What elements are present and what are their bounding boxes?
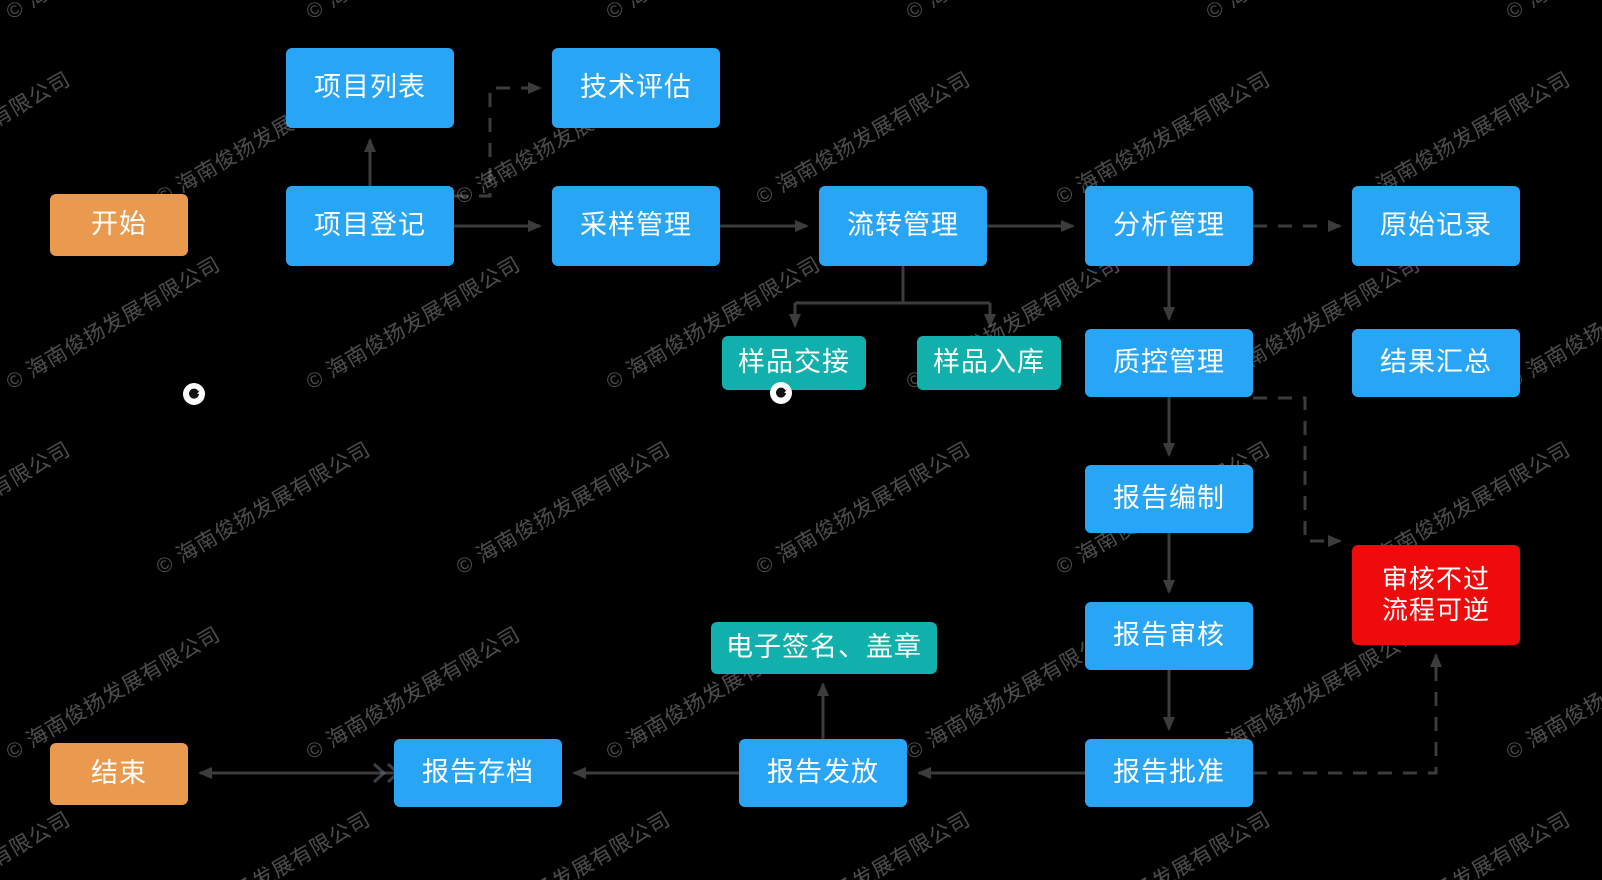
edge-projreg-techeval — [454, 82, 542, 198]
node-report-issue[interactable]: 报告发放 — [739, 739, 907, 807]
node-quality-control[interactable]: 质控管理 — [1085, 329, 1253, 397]
node-project-list[interactable]: 项目列表 — [286, 48, 454, 128]
loading-spinner-icon — [183, 383, 205, 405]
node-end[interactable]: 结束 — [50, 743, 188, 805]
node-sample-handover[interactable]: 样品交接 — [722, 336, 866, 390]
node-report-writing[interactable]: 报告编制 — [1085, 465, 1253, 533]
node-technical-evaluation[interactable]: 技术评估 — [552, 48, 720, 128]
node-project-registration[interactable]: 项目登记 — [286, 186, 454, 266]
node-sampling-management[interactable]: 采样管理 — [552, 186, 720, 266]
node-sample-storage-in[interactable]: 样品入库 — [917, 336, 1061, 390]
node-review-rejected[interactable]: 审核不过 流程可逆 — [1352, 545, 1520, 645]
node-result-summary[interactable]: 结果汇总 — [1352, 329, 1520, 397]
edge-qc-reject — [1253, 396, 1342, 547]
edge-transfer-fork — [795, 266, 990, 305]
node-analysis-management[interactable]: 分析管理 — [1085, 186, 1253, 266]
node-report-archive[interactable]: 报告存档 — [394, 739, 562, 807]
loading-spinner-icon — [770, 382, 792, 404]
node-transfer-management[interactable]: 流转管理 — [819, 186, 987, 266]
node-start[interactable]: 开始 — [50, 194, 188, 256]
edge-rptapprove-reject — [1253, 653, 1442, 775]
node-esignature-seal[interactable]: 电子签名、盖章 — [711, 622, 937, 674]
node-raw-record[interactable]: 原始记录 — [1352, 186, 1520, 266]
node-report-review[interactable]: 报告审核 — [1085, 602, 1253, 670]
node-report-approval[interactable]: 报告批准 — [1085, 739, 1253, 807]
chevron-archive-in — [372, 762, 387, 784]
